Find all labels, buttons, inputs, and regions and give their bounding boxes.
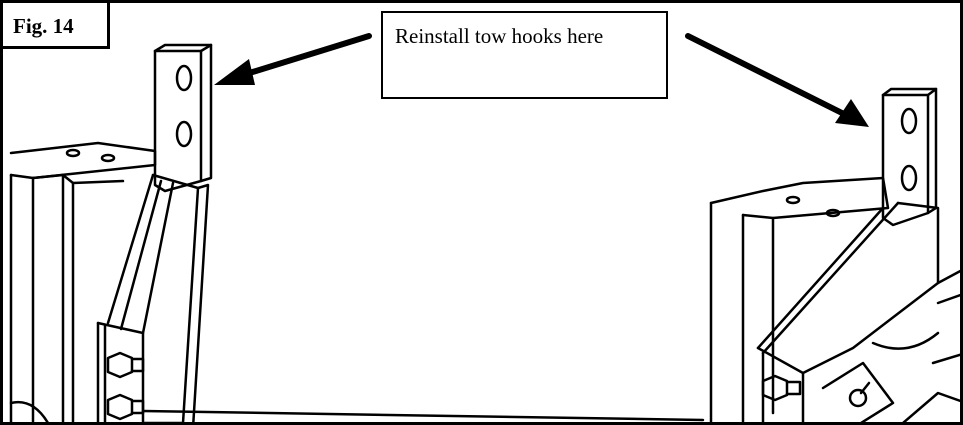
figure-label: Fig. 14 — [3, 3, 110, 49]
arrow-left-head — [214, 59, 255, 85]
right-bracket-assembly — [709, 176, 960, 422]
right-bolts — [761, 374, 871, 408]
arrow-left — [240, 33, 372, 78]
left-bottom-part — [9, 400, 49, 422]
left-bracket-assembly — [9, 141, 210, 422]
right-tow-hook — [881, 87, 938, 227]
tow-hook-line-drawing — [9, 33, 960, 422]
arrow-right-head — [835, 99, 869, 127]
arrow-right — [685, 33, 849, 118]
left-tow-hook — [153, 43, 213, 193]
bottom-rail — [141, 409, 705, 422]
left-bolts — [106, 351, 145, 421]
callout-box: Reinstall tow hooks here — [381, 11, 668, 99]
